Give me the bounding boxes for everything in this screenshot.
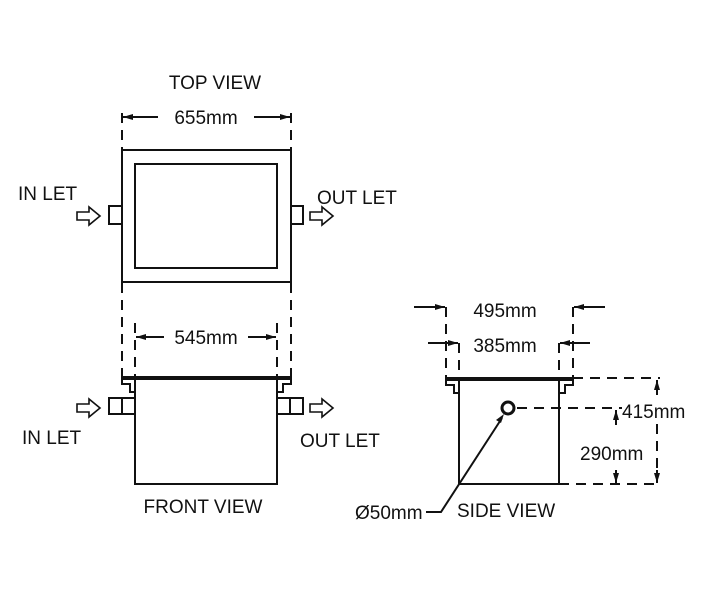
- front-view-width-dim: 545mm: [174, 328, 237, 349]
- flange: [121, 378, 292, 393]
- top-view: TOP VIEW 655mm IN LET OUT LET: [18, 73, 397, 383]
- tank-inner-outline: [134, 163, 278, 269]
- tank-outer-outline: [121, 149, 292, 283]
- total-height-dim: 415mm: [622, 402, 685, 423]
- pipe-diameter-label: Ø50mm: [355, 503, 423, 524]
- inlet-pipe: [108, 205, 123, 225]
- top-view-width-dim: 655mm: [174, 108, 237, 129]
- leader-arrow: [496, 414, 504, 423]
- flange: [445, 379, 574, 394]
- leader-line: [426, 417, 503, 513]
- tank-body: [458, 379, 560, 485]
- inlet-pipe: [108, 397, 135, 415]
- inlet-arrow-icon: [76, 205, 102, 227]
- top-inlet-label: IN LET: [18, 184, 78, 205]
- outer-width-dim: 495mm: [473, 301, 536, 322]
- front-view: 545mm IN LET OUT LET FRONT VIEW: [22, 323, 380, 518]
- front-view-title: FRONT VIEW: [144, 497, 263, 518]
- top-view-title: TOP VIEW: [169, 73, 261, 94]
- front-outlet-label: OUT LET: [300, 431, 380, 452]
- side-view-title: SIDE VIEW: [457, 501, 555, 522]
- pipe-opening: [500, 400, 516, 416]
- tank-body: [134, 377, 278, 485]
- side-view: 495mm 385mm 415mm 290mm Ø50mm SIDE VIEW: [355, 301, 685, 524]
- inlet-arrow-icon: [76, 397, 102, 419]
- outlet-pipe: [290, 205, 304, 225]
- top-outlet-label: OUT LET: [317, 188, 397, 209]
- outlet-arrow-icon: [309, 397, 335, 419]
- outlet-arrow-icon: [309, 205, 335, 227]
- front-inlet-label: IN LET: [22, 428, 82, 449]
- pipe-height-dim: 290mm: [580, 444, 643, 465]
- inner-width-dim: 385mm: [473, 336, 536, 357]
- outlet-pipe: [277, 397, 304, 415]
